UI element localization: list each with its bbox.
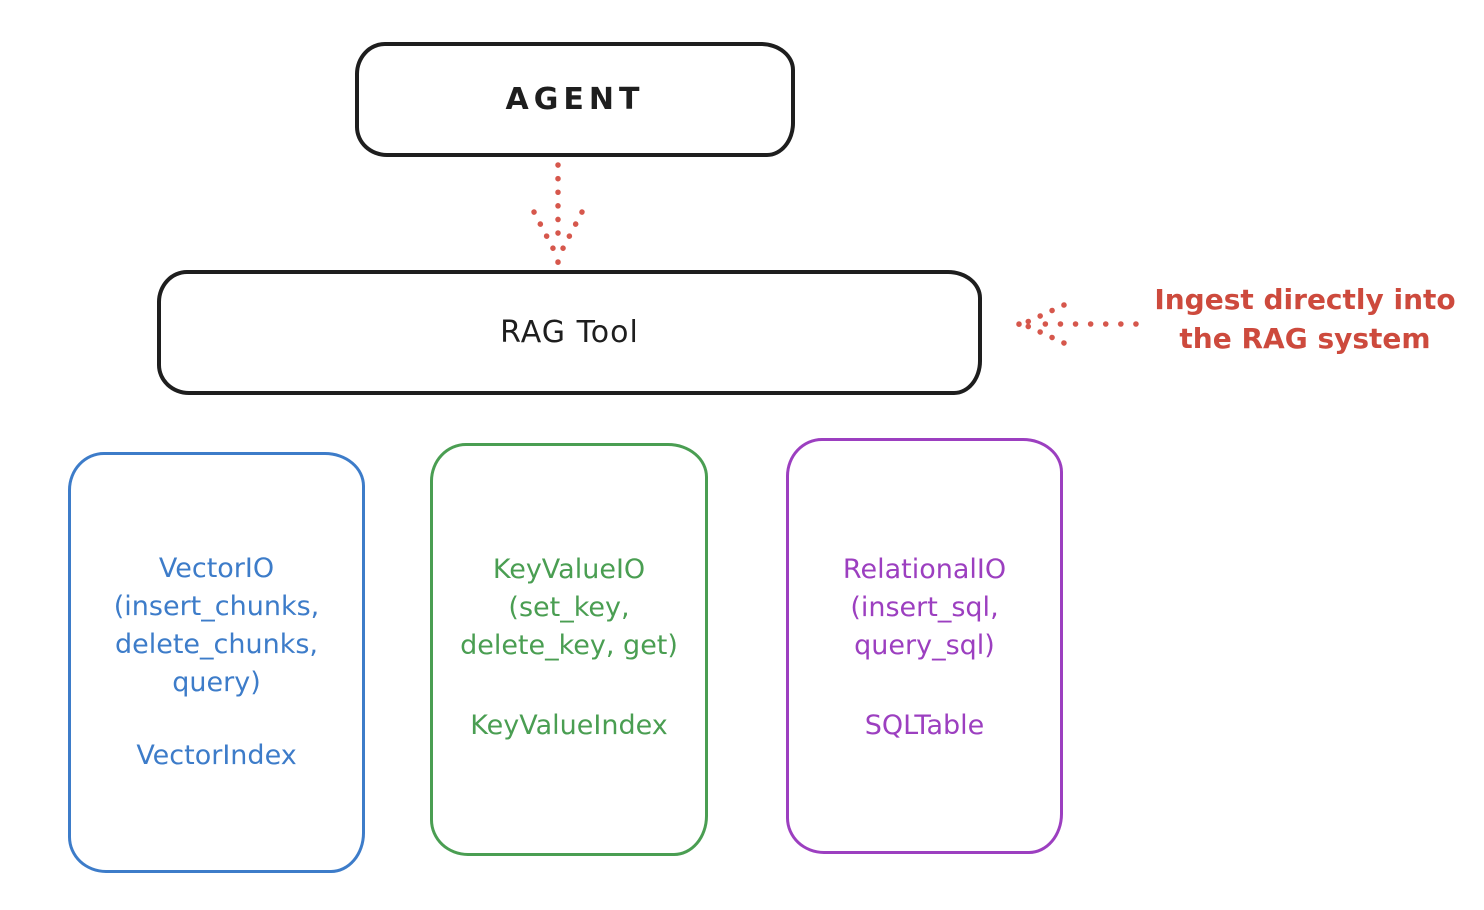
relational-store-line: RelationalIO xyxy=(842,554,1007,585)
sqltable-label: SQLTable xyxy=(864,710,985,741)
annotation-line-1: Ingest directly into xyxy=(1154,283,1456,316)
rag-tool-label: RAG Tool xyxy=(500,315,639,350)
annotation-note: Ingest directly into the RAG system xyxy=(1140,280,1470,358)
vector-index-label: VectorIndex xyxy=(136,740,297,771)
relational-store-line: (insert_sql, xyxy=(850,592,999,623)
keyvalue-store-line: (set_key, xyxy=(508,592,630,623)
vector-store-line: delete_chunks, xyxy=(114,629,319,660)
agent-node: AGENT xyxy=(355,42,795,157)
vector-store-node: VectorIO (insert_chunks, delete_chunks, … xyxy=(68,452,365,873)
arrow-down-icon xyxy=(531,162,585,265)
rag-tool-node: RAG Tool xyxy=(157,270,982,395)
annotation-line-2: the RAG system xyxy=(1179,322,1431,355)
arrow-left-icon xyxy=(1016,302,1139,346)
vector-store-line: query) xyxy=(172,667,261,698)
relational-store-node: RelationalIO (insert_sql, query_sql) SQL… xyxy=(786,438,1063,854)
keyvalue-index-label: KeyValueIndex xyxy=(470,710,668,741)
keyvalue-store-node: KeyValueIO (set_key, delete_key, get) Ke… xyxy=(430,443,708,856)
agent-label: AGENT xyxy=(505,82,645,117)
keyvalue-store-line: KeyValueIO xyxy=(492,554,646,585)
vector-store-line: (insert_chunks, xyxy=(113,591,320,622)
keyvalue-store-line: delete_key, get) xyxy=(460,630,678,661)
relational-store-line: query_sql) xyxy=(854,630,995,661)
vector-store-line: VectorIO xyxy=(158,553,275,584)
